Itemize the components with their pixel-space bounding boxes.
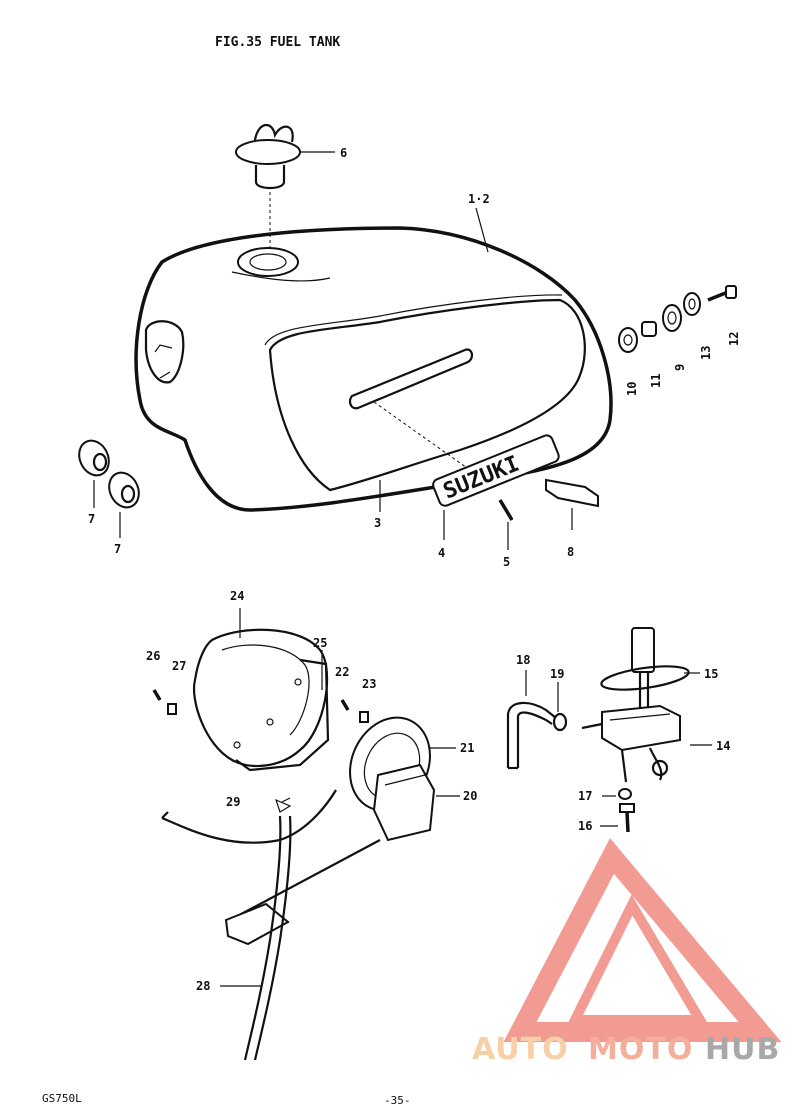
fuel-gauge-unit [224, 716, 460, 946]
callout-5: 5 [503, 555, 510, 569]
brand-moto: MOTO [588, 1032, 693, 1067]
callout-25: 25 [313, 636, 327, 650]
callout-12: 12 [727, 332, 741, 346]
callout-22: 22 [335, 665, 349, 679]
fuel-tank: SUZUKI [134, 226, 613, 512]
fuel-cock [581, 627, 712, 833]
fuel-cap [235, 124, 335, 248]
callout-11: 11 [649, 374, 663, 388]
callout-19: 19 [550, 667, 564, 681]
callout-10: 10 [625, 382, 639, 396]
callout-18: 18 [516, 653, 530, 667]
callout-6: 6 [340, 146, 347, 160]
callout-7a: 7 [88, 512, 95, 526]
cushion-block [545, 478, 599, 530]
fuel-hose [506, 670, 568, 770]
small-bolts [152, 689, 369, 723]
callout-29: 29 [226, 795, 240, 809]
callout-23: 23 [362, 677, 376, 691]
watermark-logo: AUTO MOTO HUB [472, 838, 782, 1067]
rubber-cushions [78, 439, 140, 538]
callout-7b: 7 [114, 542, 121, 556]
screw [498, 499, 514, 521]
callout-9: 9 [673, 364, 687, 371]
figure-title: FIG.35 FUEL TANK [215, 35, 340, 50]
logo-triangle-inner [566, 894, 709, 1025]
callout-21: 21 [460, 741, 474, 755]
callout-27: 27 [172, 659, 186, 673]
brand-hub: HUB [705, 1032, 780, 1067]
footer-page-number: -35- [384, 1094, 411, 1107]
brand-auto: AUTO [472, 1032, 569, 1067]
callout-labels: 6 1·2 3 4 5 7 7 8 10 11 9 13 12 24 25 26… [88, 146, 741, 993]
callout-26: 26 [146, 649, 160, 663]
callout-1-2: 1·2 [468, 192, 490, 206]
callout-3: 3 [374, 516, 381, 530]
callout-24: 24 [230, 589, 244, 603]
callout-15: 15 [704, 667, 718, 681]
gauge-gasket-plate [192, 608, 330, 772]
logo-triangle-outer [503, 838, 782, 1042]
callout-4: 4 [438, 546, 445, 560]
hose-clip [275, 798, 292, 813]
callout-13: 13 [699, 346, 713, 360]
hoses [161, 789, 337, 1061]
callout-28: 28 [196, 979, 210, 993]
callout-14: 14 [716, 739, 730, 753]
callout-17: 17 [578, 789, 592, 803]
mount-hardware [618, 285, 737, 353]
footer-model: GS750L [42, 1092, 82, 1105]
callout-16: 16 [578, 819, 592, 833]
emblem-text: SUZUKI [440, 452, 523, 505]
callout-8: 8 [567, 545, 574, 559]
callout-20: 20 [463, 789, 477, 803]
